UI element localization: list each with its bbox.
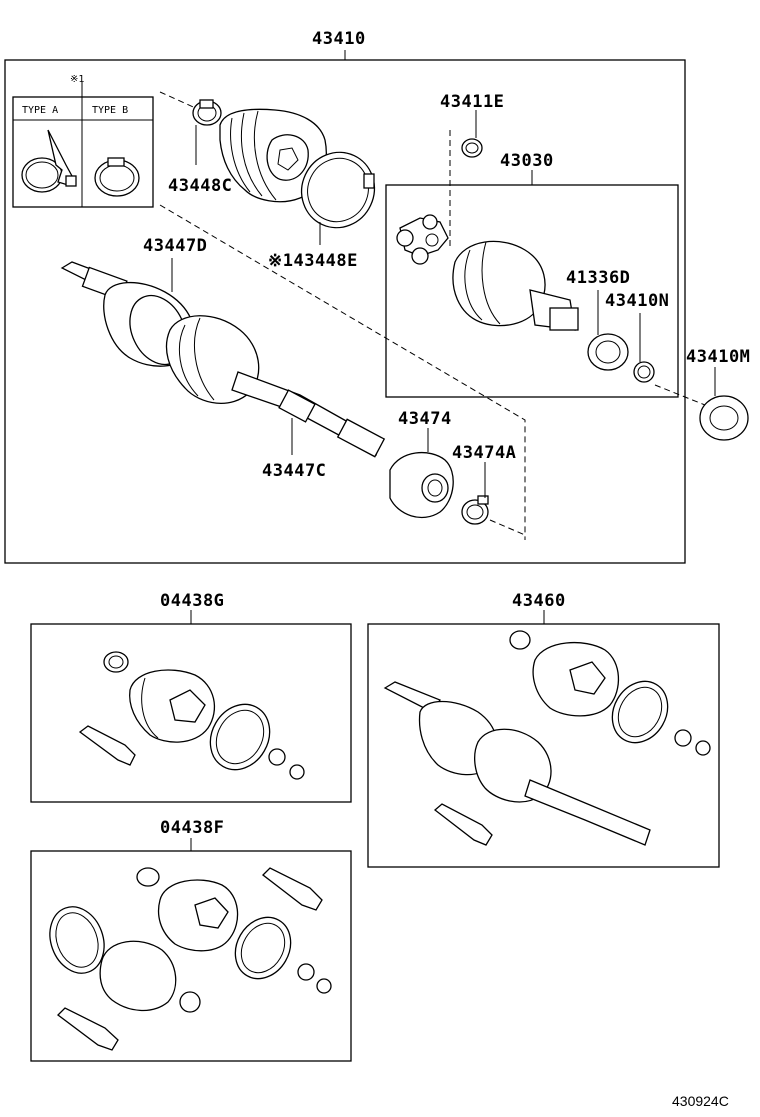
type-a-clamp-icon — [21, 129, 77, 193]
oil-seal-41336d-icon — [587, 290, 629, 371]
part-label-43447d: 43447D — [143, 236, 207, 256]
part-label-41336d: 41336D — [566, 268, 630, 288]
kit-43460-parts-icon — [383, 630, 711, 846]
kit-04438f-frame — [30, 838, 352, 1062]
assembly-label: 43410 — [312, 29, 366, 49]
type-b-clamp-icon — [94, 157, 140, 197]
part-label-43448c: 43448C — [168, 176, 232, 196]
drive-shaft-icon — [60, 258, 386, 458]
outboard-boot-icon — [219, 108, 327, 203]
leader-lines — [159, 91, 706, 540]
damper-43474-icon — [389, 428, 454, 519]
tripod-joint-icon — [396, 214, 449, 265]
inboard-joint-box — [385, 170, 679, 398]
kit-label-43460: 43460 — [512, 591, 566, 611]
kit-43460-frame — [367, 610, 720, 868]
snap-ring-43411e-icon — [461, 110, 483, 158]
type-b-label: TYPE B — [92, 105, 128, 116]
part-label-43411e: 43411E — [440, 92, 504, 112]
oil-seal-43410m-icon — [699, 367, 749, 441]
main-assembly-frame — [4, 50, 686, 564]
kit-label-04438f: 04438F — [160, 818, 224, 838]
joint-housing-icon — [452, 240, 579, 331]
kit-04438g-frame — [30, 610, 352, 803]
kit-04438g-parts-icon — [78, 651, 305, 780]
note-mark: ※1 — [70, 74, 84, 85]
part-label-43474a: 43474A — [452, 443, 516, 463]
part-label-43447c: 43447C — [262, 461, 326, 481]
part-label-43448e: ※143448E — [268, 251, 358, 271]
clamp-43448c-icon — [192, 99, 222, 165]
kit-04438f-parts-icon — [49, 867, 332, 1051]
part-label-43474: 43474 — [398, 409, 452, 429]
diagram-reference: 430924C — [672, 1093, 729, 1109]
part-label-43410n: 43410N — [605, 291, 669, 311]
part-label-43410m: 43410M — [686, 347, 750, 367]
clamp-43474a-icon — [461, 462, 489, 525]
clamp-43448e-icon — [300, 151, 376, 245]
part-label-43030: 43030 — [500, 151, 554, 171]
snap-ring-43410n-icon — [633, 313, 655, 383]
type-a-label: TYPE A — [22, 105, 58, 116]
kit-label-04438g: 04438G — [160, 591, 224, 611]
clamp-type-legend: TYPE A TYPE B ※1 — [12, 74, 154, 208]
